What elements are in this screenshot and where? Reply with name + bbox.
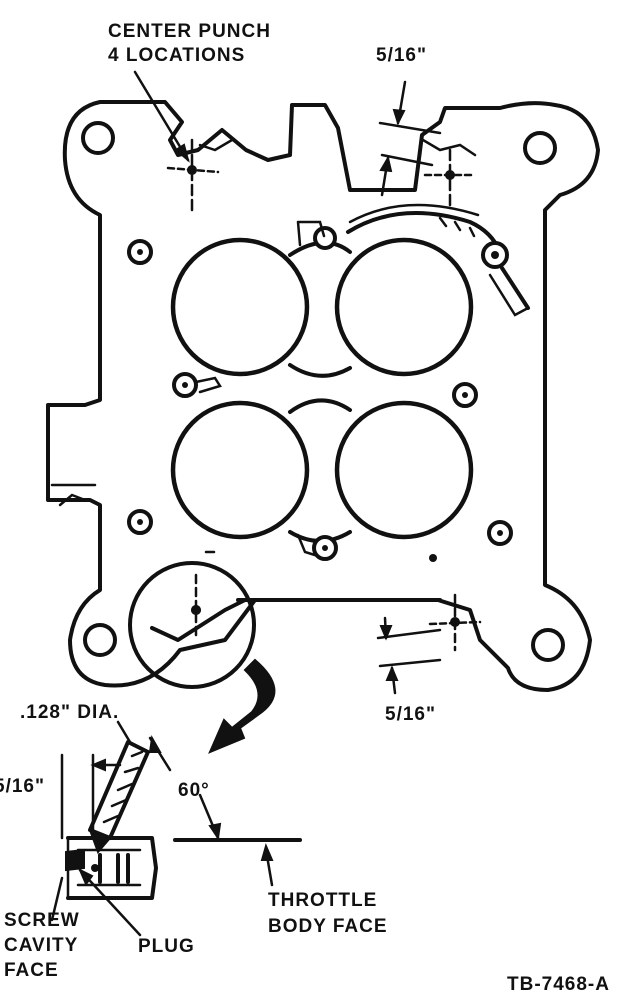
boss-left-upper — [127, 239, 153, 265]
punch-mark-top-left — [166, 138, 220, 212]
punch-mark-top-right — [423, 148, 477, 207]
throttle-body-face-label-line1: THROTTLE — [268, 890, 377, 911]
dimension-bottom — [376, 616, 442, 695]
dimension-bottom-label: 5/16" — [385, 704, 436, 725]
mount-hole-bottom-right — [531, 628, 565, 662]
figure-id-label: TB-7468-A — [507, 974, 610, 995]
plug-label: PLUG — [138, 936, 195, 957]
bore-bottom-right — [334, 400, 474, 540]
drill-diameter-label: .128" DIA. — [20, 702, 119, 723]
screw-cavity-label-line3: FACE — [4, 960, 59, 981]
dimension-top-label: 5/16" — [376, 45, 427, 66]
detail-arrow — [208, 658, 276, 754]
center-punch-leader — [133, 70, 190, 162]
drill-bit — [88, 740, 150, 854]
screw-cavity-section — [65, 836, 158, 900]
angle-indicator — [148, 734, 222, 841]
mount-hole-top-left — [81, 121, 115, 155]
center-punch-label-line1: CENTER PUNCH — [108, 21, 271, 42]
boss-right-mid — [452, 382, 478, 408]
throttle-body-outline — [46, 100, 600, 692]
boss-left-mid — [172, 372, 222, 398]
angle-label: 60° — [178, 780, 210, 801]
boss-left-lower — [127, 509, 153, 535]
punch-mark-bottom-right — [428, 593, 482, 652]
screw-cavity-label-line2: CAVITY — [4, 935, 78, 956]
lower-linkage — [296, 533, 338, 561]
mount-hole-top-right — [523, 131, 557, 165]
bore-top-left — [170, 237, 310, 377]
bore-bottom-left — [170, 400, 310, 540]
dimension-left-label: 5/16" — [0, 776, 45, 797]
throttle-body-face-label-line2: BODY FACE — [268, 916, 388, 937]
throttle-linkage — [296, 203, 530, 317]
center-punch-label-line2: 4 LOCATIONS — [108, 45, 245, 66]
detail-circle — [128, 561, 442, 689]
screw-cavity-label-line1: SCREW — [4, 910, 80, 931]
mount-hole-bottom-left — [83, 623, 117, 657]
boss-right-lower — [487, 520, 513, 546]
bore-top-right — [334, 237, 474, 377]
dimension-top — [378, 80, 442, 197]
